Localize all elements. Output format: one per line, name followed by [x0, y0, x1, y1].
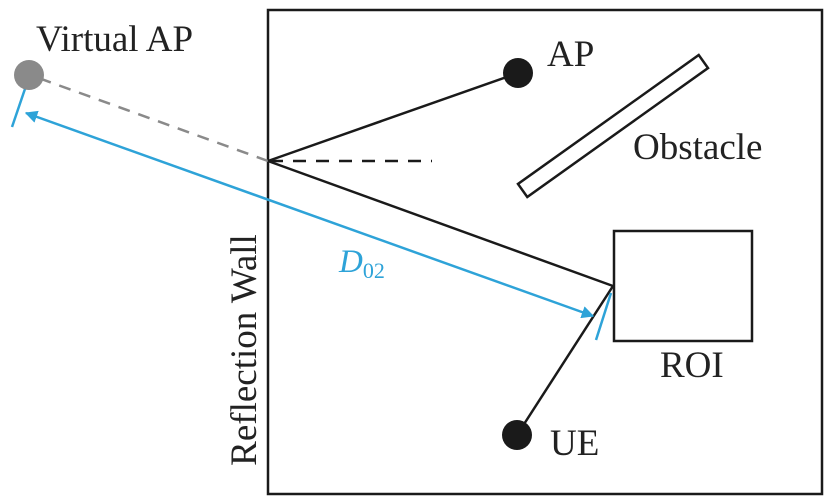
distance-arrow-d02 — [24, 110, 595, 319]
virtual-ap-label: Virtual AP — [36, 19, 193, 60]
ue-to-roi-ray — [515, 285, 615, 436]
distance-subscript: 02 — [363, 258, 385, 283]
virtual-ray-dashed — [32, 74, 269, 163]
roi-label: ROI — [660, 345, 724, 386]
roi-box — [612, 229, 754, 343]
ap-to-wall-ray — [267, 71, 519, 163]
distance-label-d02: D02 — [338, 244, 385, 283]
ue-dot — [502, 420, 532, 450]
ap-dot — [503, 58, 533, 88]
reflection-wall-label: Reflection Wall — [224, 234, 265, 466]
obstacle-label: Obstacle — [633, 127, 762, 168]
distance-tick-right — [594, 292, 613, 341]
virtual-ap-dot — [14, 60, 44, 90]
wall-to-roi-ray — [267, 159, 614, 288]
distance-symbol: D — [338, 244, 363, 280]
ue-label: UE — [550, 423, 599, 464]
obstacle-shape — [516, 53, 710, 199]
distance-tick-left — [10, 82, 29, 128]
ap-label: AP — [547, 34, 594, 75]
